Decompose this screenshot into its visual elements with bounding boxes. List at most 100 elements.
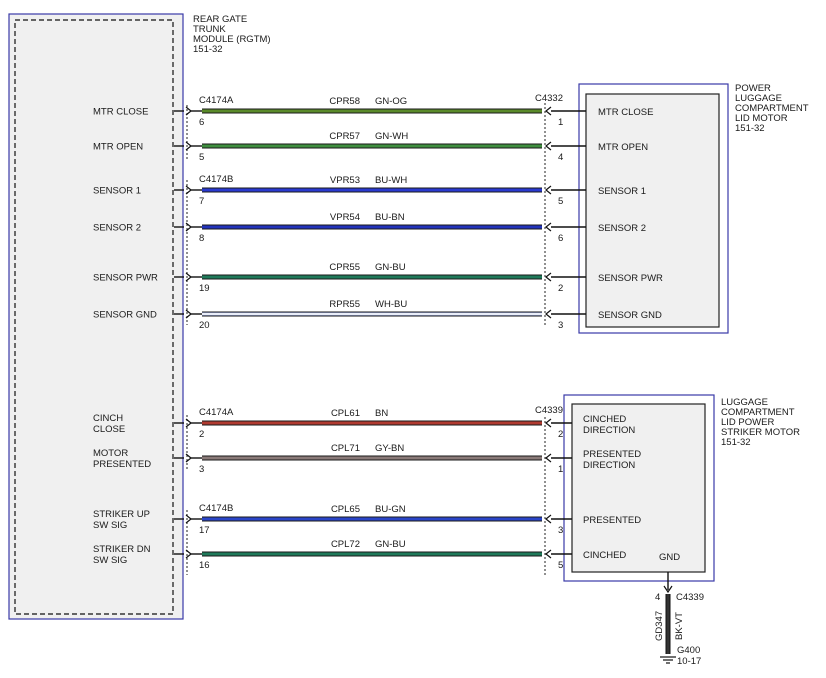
module-pin-label: SENSOR 2 (598, 223, 646, 234)
left-pin-number: 20 (199, 320, 210, 331)
circuit-number: CPL71 (331, 443, 360, 454)
lid-motor-module-inner (585, 93, 720, 328)
module-pin-label: SENSOR PWR (598, 273, 663, 284)
wire-color-code: BU-WH (375, 175, 407, 186)
left-pin-number: 16 (199, 560, 210, 571)
rgtm-module-box (8, 13, 184, 620)
left-pin-number: 5 (199, 152, 204, 163)
module-pin-label: SENSOR GND (598, 310, 662, 321)
right-pin-number: 1 (558, 117, 563, 128)
wire-color-code: BN (375, 408, 388, 419)
rgtm-pin-label: CINCH (93, 413, 123, 424)
module-pin-label: SENSOR 1 (598, 186, 646, 197)
right-pin-number: 2 (558, 283, 563, 294)
module-pin-label: MTR OPEN (598, 142, 648, 153)
striker-title-line: COMPARTMENT (721, 407, 795, 418)
gnd-circuit-number: GD347 (654, 611, 665, 641)
wire-color-code: BU-BN (375, 212, 405, 223)
module-pin-label: DIRECTION (583, 425, 635, 436)
circuit-number: CPL65 (331, 504, 360, 515)
right-pin-number: 2 (558, 429, 563, 440)
right-connector-arrow (545, 185, 552, 195)
module-pin-label: PRESENTED (583, 449, 641, 460)
right-connector-arrow (545, 514, 552, 524)
wire-color-code: GN-OG (375, 96, 407, 107)
wire-color-code: GN-BU (375, 262, 406, 273)
gnd-pin-number: 4 (655, 592, 660, 603)
left-pin-number: 2 (199, 429, 204, 440)
ground-point-page: 10-17 (677, 656, 701, 667)
rgtm-pin-label: SENSOR GND (93, 310, 157, 321)
left-connector-name: C4174A (199, 407, 234, 418)
module-pin-label: CINCHED (583, 550, 626, 561)
rgtm-title-line: TRUNK (193, 24, 226, 35)
wire-color-code: GY-BN (375, 443, 404, 454)
rgtm-pin-label: STRIKER DN (93, 544, 151, 555)
right-connector-arrow (545, 106, 552, 116)
motor-title-line: COMPARTMENT (735, 103, 809, 114)
rgtm-title-line: REAR GATE (193, 14, 247, 25)
module-pin-label: PRESENTED (583, 515, 641, 526)
circuit-number: CPR57 (329, 131, 360, 142)
right-connector-arrow (545, 549, 552, 559)
circuit-number: CPR55 (329, 262, 360, 273)
right-pin-number: 1 (558, 464, 563, 475)
rgtm-pin-label: STRIKER UP (93, 509, 150, 520)
right-pin-number: 4 (558, 152, 563, 163)
rgtm-title-line: MODULE (RGTM) (193, 34, 271, 45)
rgtm-title-line: 151-32 (193, 44, 223, 55)
right-pin-number: 5 (558, 560, 563, 571)
circuit-number: CPR58 (329, 96, 360, 107)
motor-title-line: POWER (735, 83, 771, 94)
gnd-connector-name: C4339 (676, 592, 704, 603)
rgtm-pin-label: MOTOR (93, 448, 128, 459)
left-pin-number: 19 (199, 283, 210, 294)
module-pin-label: MTR CLOSE (598, 107, 653, 118)
motor-title-line: LID MOTOR (735, 113, 788, 124)
left-connector-arrow (185, 453, 192, 463)
rgtm-pin-label: MTR CLOSE (93, 107, 148, 118)
wire-color-code: BU-GN (375, 504, 406, 515)
right-connector-arrow (545, 453, 552, 463)
module-pin-label: DIRECTION (583, 460, 635, 471)
left-connector-name: C4174A (199, 95, 234, 106)
circuit-row: MTR OPEN CPR57 GN-WH 5 4 MTR OPEN (93, 131, 648, 163)
right-pin-number: 5 (558, 196, 563, 207)
striker-title-line: STRIKER MOTOR (721, 427, 800, 438)
rgtm-pin-label: SENSOR 1 (93, 186, 141, 197)
wire-color-code: GN-BU (375, 539, 406, 550)
right-connector-arrow (545, 141, 552, 151)
right-connector-arrow (545, 272, 552, 282)
module-pin-label: CINCHED (583, 414, 626, 425)
striker-title-line: 151-32 (721, 437, 751, 448)
motor-title-line: LUGGAGE (735, 93, 782, 104)
circuit-number: CPL72 (331, 539, 360, 550)
gnd-pin-label: GND (659, 552, 680, 563)
rgtm-pin-label: PRESENTED (93, 459, 151, 470)
left-pin-number: 8 (199, 233, 204, 244)
left-connector-name: C4174B (199, 503, 233, 514)
ground-point-name: G400 (677, 645, 700, 656)
circuit-number: RPR55 (329, 299, 360, 310)
left-connector-arrow (185, 222, 192, 232)
circuit-number: VPR54 (330, 212, 360, 223)
right-pin-number: 3 (558, 320, 563, 331)
circuit-number: CPL61 (331, 408, 360, 419)
rgtm-pin-label: SENSOR PWR (93, 273, 158, 284)
rgtm-pin-label: SW SIG (93, 555, 127, 566)
rgtm-pin-label: MTR OPEN (93, 142, 143, 153)
wire-color-code: GN-WH (375, 131, 408, 142)
rgtm-pin-label: SW SIG (93, 520, 127, 531)
right-connector-arrow (545, 418, 552, 428)
